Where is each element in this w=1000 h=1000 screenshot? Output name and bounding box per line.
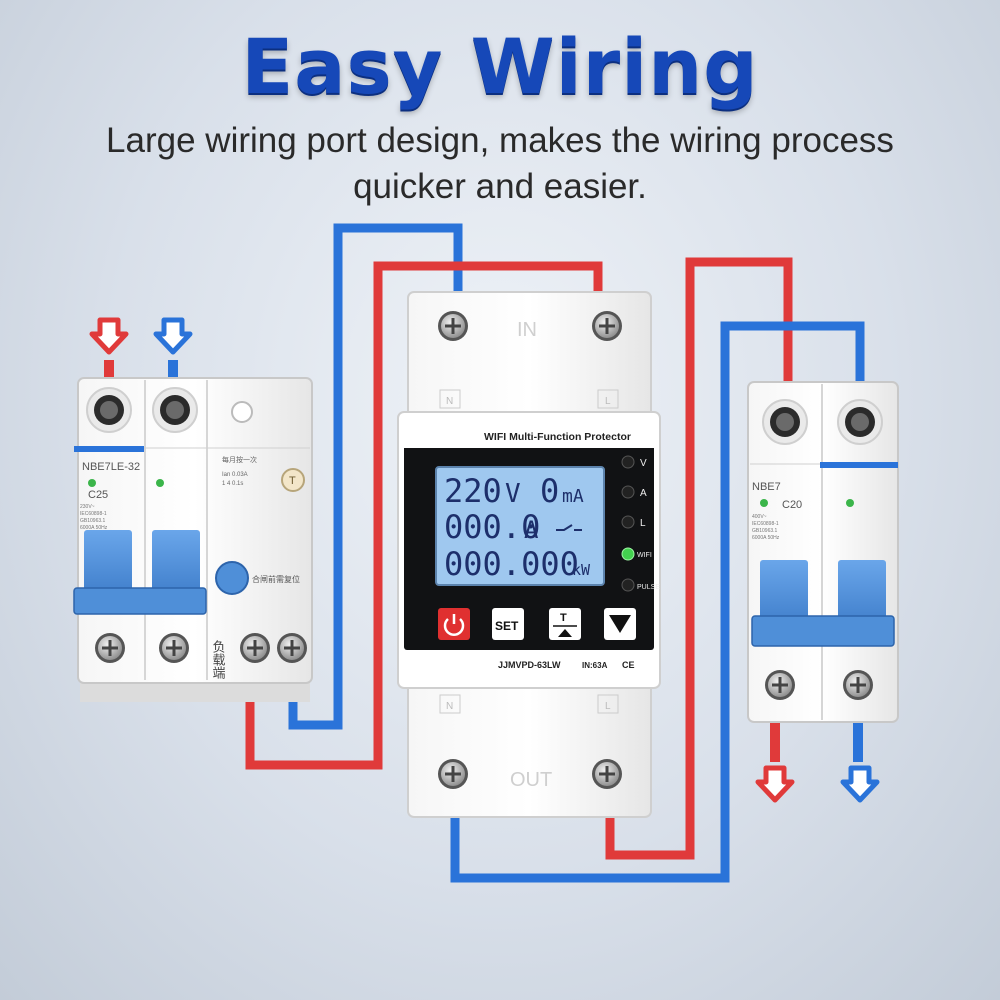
blue-output-wire xyxy=(853,712,863,762)
right-model-label: NBE7 xyxy=(752,481,781,493)
rcd-label-1: 每月按一次 xyxy=(222,455,257,464)
protector-title: WIFI Multi-Function Protector xyxy=(484,431,631,443)
screw-icon xyxy=(590,309,624,343)
indicator-wifi: WIFI xyxy=(637,552,652,559)
red-output-wire xyxy=(770,712,780,762)
terminal-hole xyxy=(837,399,883,445)
subtitle-line-1: Large wiring port design, makes the wiri… xyxy=(106,121,894,160)
red-wire-left xyxy=(245,261,603,770)
left-spec-2: IEC60898-1 xyxy=(80,511,107,517)
left-spec-3: GB10963.1 xyxy=(80,518,106,524)
lcd-current: 000.0 xyxy=(444,508,540,546)
wifi-protector: IN OUT N L N L WIFI Multi-Function Prote… xyxy=(397,291,661,818)
rcd-side-text: 合闸前需复位 xyxy=(252,574,300,584)
screw-icon xyxy=(157,631,191,665)
indicator-pulse: PULSE xyxy=(637,584,660,591)
screw-icon xyxy=(275,631,309,665)
arrow-down-blue-icon xyxy=(840,765,880,803)
down-button[interactable] xyxy=(604,608,636,640)
indicator-leds: V A L WIFI PULSE xyxy=(621,455,660,592)
protector-model: JJMVPD-63LW xyxy=(498,660,561,670)
set-button[interactable]: SET xyxy=(492,608,524,640)
blue-wire-right xyxy=(450,321,865,883)
switch-symbol-icon xyxy=(556,524,582,531)
power-icon xyxy=(443,618,465,636)
down-triangle-icon xyxy=(609,615,631,633)
indicator-l: L xyxy=(640,518,646,529)
indicator-a: A xyxy=(640,488,647,499)
right-breaker: NBE7 C20 400V~ IEC60898-1 GB10963.1 6000… xyxy=(747,381,899,723)
lcd-leakage-unit: mA xyxy=(562,486,584,507)
input-side-label: IN xyxy=(517,319,537,341)
test-button[interactable]: T xyxy=(281,468,305,492)
terminal-hole xyxy=(86,387,132,433)
breaker-lever[interactable] xyxy=(73,530,207,615)
svg-text:SET: SET xyxy=(495,619,519,633)
right-rating-label: C20 xyxy=(782,499,802,511)
right-spec-1: 400V~ xyxy=(752,514,767,520)
lcd-energy-unit: kW xyxy=(572,561,591,579)
lcd-current-unit: A xyxy=(524,516,539,544)
protector-rating: IN:63A xyxy=(582,661,608,670)
subtitle-line-2: quicker and easier. xyxy=(353,167,647,206)
power-button[interactable] xyxy=(438,608,470,640)
terminal-l-top: L xyxy=(605,396,611,407)
timer-icon: T xyxy=(560,612,567,624)
load-label: 负载端 xyxy=(211,640,226,679)
red-wire-right xyxy=(605,257,793,860)
screw-icon xyxy=(93,631,127,665)
screw-icon xyxy=(436,309,470,343)
terminal-l-bottom: L xyxy=(605,701,611,712)
left-spec-4: 6000A 50Hz xyxy=(80,525,108,531)
svg-text:T: T xyxy=(289,475,296,487)
rcd-label-3: 1 4 0.1s xyxy=(222,481,243,487)
blue-wire-left xyxy=(288,223,463,730)
right-spec-2: IEC60898-1 xyxy=(752,521,779,527)
terminal-n-bottom: N xyxy=(446,701,453,712)
lcd-leakage: 0 xyxy=(540,472,559,510)
left-spec-1: 230V~ xyxy=(80,504,95,510)
screw-icon xyxy=(436,757,470,791)
right-spec-4: 6000A 50Hz xyxy=(752,535,780,541)
breaker-lever[interactable] xyxy=(751,560,895,647)
terminal-hole xyxy=(762,399,808,445)
reset-button[interactable] xyxy=(215,561,249,595)
arrow-down-red-icon xyxy=(755,765,795,803)
lcd-voltage: 220 xyxy=(444,472,502,510)
arrow-down-red-icon xyxy=(89,317,129,355)
screw-icon xyxy=(590,757,624,791)
arrow-down-blue-icon xyxy=(153,317,193,355)
terminal-n-top: N xyxy=(446,396,453,407)
right-spec-3: GB10963.1 xyxy=(752,528,778,534)
terminal-hole xyxy=(152,387,198,433)
left-breaker: NBE7LE-32 C25 230V~ IEC60898-1 GB10963.1… xyxy=(73,377,313,702)
output-side-label: OUT xyxy=(510,769,552,791)
indicator-v: V xyxy=(640,458,647,469)
lcd-energy: 000.000 xyxy=(444,545,579,583)
page-title: Easy Wiring xyxy=(241,22,759,111)
timer-button[interactable]: T xyxy=(549,608,581,640)
screw-icon xyxy=(763,668,797,702)
left-model-label: NBE7LE-32 xyxy=(82,461,140,473)
screw-icon xyxy=(841,668,875,702)
page-subtitle: Large wiring port design, makes the wiri… xyxy=(60,118,940,210)
ce-mark: CE xyxy=(622,660,635,670)
rcd-label-2: Ian 0.03A xyxy=(222,472,248,478)
wifi-led-icon xyxy=(621,547,635,561)
lcd-display: 220 V 0 mA 000.0 A 000.000 kW xyxy=(435,466,605,586)
left-rating-label: C25 xyxy=(88,489,108,501)
lcd-voltage-unit: V xyxy=(505,479,521,509)
screw-icon xyxy=(238,631,272,665)
